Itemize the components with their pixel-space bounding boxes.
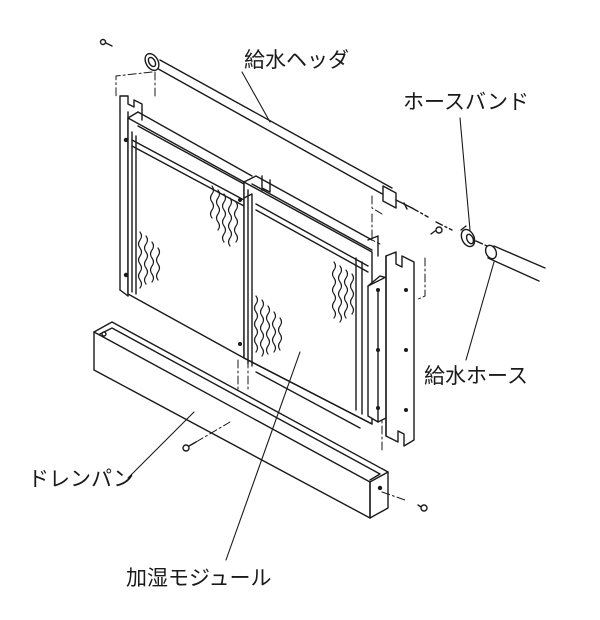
humidifier-media-waves [137, 185, 355, 357]
leader-hose-band [459, 117, 471, 231]
leader-supply-hose [465, 261, 495, 361]
humidifier-module-right [243, 175, 379, 429]
label-hose-band: ホースバンド [403, 90, 529, 114]
leader-drain-pan [127, 411, 195, 479]
hose-center-line [411, 207, 488, 247]
drain-pan [93, 321, 389, 519]
header-nut [430, 226, 443, 235]
supply-header-pipe [144, 52, 413, 210]
header-screw-left [99, 38, 113, 47]
leader-supply-header [241, 71, 271, 123]
supply-hose [484, 244, 546, 282]
humidifier-module-left [127, 111, 253, 359]
label-humidifier-module: 加湿モジュール [126, 566, 272, 590]
label-drain-pan: ドレンパン [28, 467, 135, 491]
right-side-plate [385, 251, 415, 447]
pan-screw-left [182, 441, 197, 452]
leader-humidifier-module [225, 351, 301, 561]
label-supply-header: 給水ヘッダ [244, 48, 349, 72]
hose-band [460, 225, 476, 248]
label-supply-hose: 給水ホース [424, 364, 528, 388]
leader-lines [127, 71, 495, 561]
pan-screw-right [417, 504, 428, 512]
